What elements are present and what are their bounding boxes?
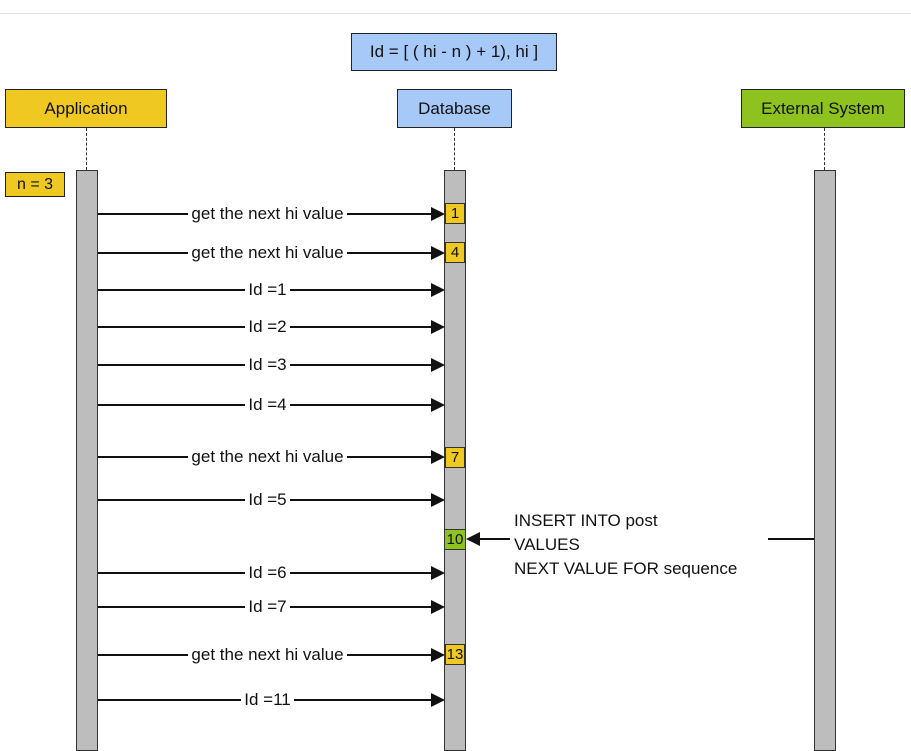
message-arrow: get the next hi value [98, 644, 445, 666]
message-arrow: Id =5 [98, 489, 445, 511]
application-activation-bar [76, 170, 98, 751]
arrowhead [431, 398, 445, 412]
arrowhead [431, 648, 445, 662]
message-label: Id =5 [245, 490, 290, 509]
external-statement-line: VALUES [514, 535, 580, 554]
message-arrow: Id =2 [98, 316, 445, 338]
arrowhead [431, 566, 445, 580]
message-arrow: get the next hi value [98, 446, 445, 468]
arrowhead [431, 493, 445, 507]
participant-database-label: Database [418, 98, 491, 118]
message-arrow: Id =6 [98, 562, 445, 584]
arrowhead [431, 600, 445, 614]
message-label: Id =4 [245, 395, 290, 414]
arrowhead [431, 283, 445, 297]
message-label: get the next hi value [188, 447, 347, 466]
participant-external-system: External System [741, 89, 905, 128]
participant-database: Database [397, 89, 512, 128]
external-statement-line: NEXT VALUE FOR sequence [514, 559, 738, 578]
message-label: get the next hi value [188, 204, 347, 223]
message-label: Id =11 [241, 690, 294, 709]
hi-value: 7 [450, 449, 460, 466]
message-arrow: Id =4 [98, 394, 445, 416]
note-n-text: n = 3 [16, 175, 54, 193]
top-divider [0, 13, 911, 14]
message-label: Id =1 [245, 280, 290, 299]
hi-value: 1 [450, 205, 460, 222]
application-lifeline-dash [86, 128, 87, 170]
message-arrow: Id =7 [98, 596, 445, 618]
message-arrow: Id =11 [98, 689, 445, 711]
formula-text: Id = [ ( hi - n ) + 1), hi ] [369, 42, 539, 61]
arrowhead [431, 207, 445, 221]
external-statement: INSERT INTO post VALUES NEXT VALUE FOR s… [514, 509, 737, 581]
arrowhead [431, 693, 445, 707]
message-label: Id =3 [245, 355, 290, 374]
hi-value-marker: 1 [445, 203, 465, 224]
arrowhead [431, 246, 445, 260]
note-n: n = 3 [5, 172, 65, 197]
message-label: Id =2 [245, 317, 290, 336]
hi-value-marker-external: 10 [444, 529, 466, 550]
external-statement-line: INSERT INTO post [514, 511, 658, 530]
message-label: get the next hi value [188, 243, 347, 262]
message-label: Id =6 [245, 563, 290, 582]
hi-value: 13 [446, 646, 464, 663]
message-arrow: get the next hi value [98, 203, 445, 225]
hi-value-marker: 13 [445, 644, 465, 665]
message-arrow: Id =3 [98, 354, 445, 376]
database-lifeline-dash [454, 128, 455, 170]
hi-value-marker: 4 [445, 242, 465, 263]
hi-value-marker: 7 [445, 447, 465, 468]
formula-box: Id = [ ( hi - n ) + 1), hi ] [351, 33, 557, 71]
external-lifeline-dash [824, 128, 825, 170]
participant-application-label: Application [44, 98, 128, 118]
arrowhead [431, 320, 445, 334]
hi-value: 4 [450, 244, 460, 261]
message-label: Id =7 [245, 597, 290, 616]
hi-value: 10 [446, 531, 464, 548]
message-arrow: Id =1 [98, 279, 445, 301]
arrowhead [431, 358, 445, 372]
arrowhead [431, 450, 445, 464]
external-activation-bar [814, 170, 836, 751]
message-label: get the next hi value [188, 645, 347, 664]
external-insert-arrow [466, 528, 814, 550]
participant-application: Application [5, 89, 167, 128]
message-arrow: get the next hi value [98, 242, 445, 264]
participant-external-label: External System [761, 98, 885, 118]
